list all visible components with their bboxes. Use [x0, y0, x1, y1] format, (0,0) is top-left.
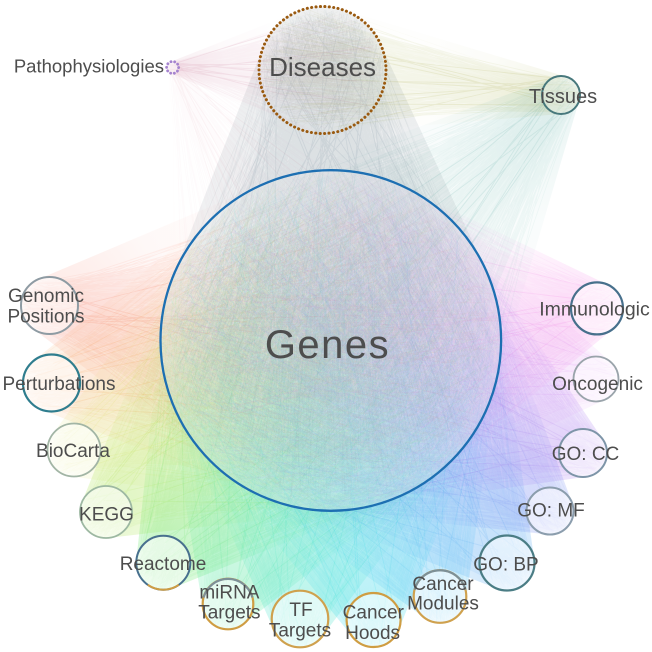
- svg-text:Modules: Modules: [407, 594, 479, 615]
- svg-text:GO: CC: GO: CC: [552, 444, 620, 465]
- svg-text:Oncogenic: Oncogenic: [552, 374, 643, 395]
- svg-text:Cancer: Cancer: [412, 574, 474, 595]
- svg-text:Reactome: Reactome: [120, 554, 207, 575]
- svg-text:Diseases: Diseases: [269, 52, 376, 82]
- svg-text:miRNA: miRNA: [199, 583, 259, 604]
- svg-text:GO: BP: GO: BP: [473, 555, 538, 576]
- svg-text:Positions: Positions: [7, 307, 84, 328]
- svg-text:TF: TF: [289, 600, 312, 621]
- svg-text:Genomic: Genomic: [8, 286, 84, 307]
- svg-text:KEGG: KEGG: [79, 505, 134, 526]
- svg-text:Cancer: Cancer: [343, 603, 405, 624]
- svg-text:Pathophysiologies: Pathophysiologies: [14, 56, 164, 77]
- svg-text:BioCarta: BioCarta: [36, 441, 110, 462]
- svg-text:Genes: Genes: [265, 323, 390, 367]
- svg-text:Perturbations: Perturbations: [2, 374, 115, 395]
- svg-text:Targets: Targets: [198, 603, 260, 624]
- svg-text:GO: MF: GO: MF: [517, 501, 585, 522]
- svg-text:Tissues: Tissues: [529, 86, 597, 108]
- svg-text:Immunologic: Immunologic: [539, 299, 650, 321]
- svg-text:Targets: Targets: [269, 620, 331, 641]
- svg-text:Hoods: Hoods: [345, 623, 400, 644]
